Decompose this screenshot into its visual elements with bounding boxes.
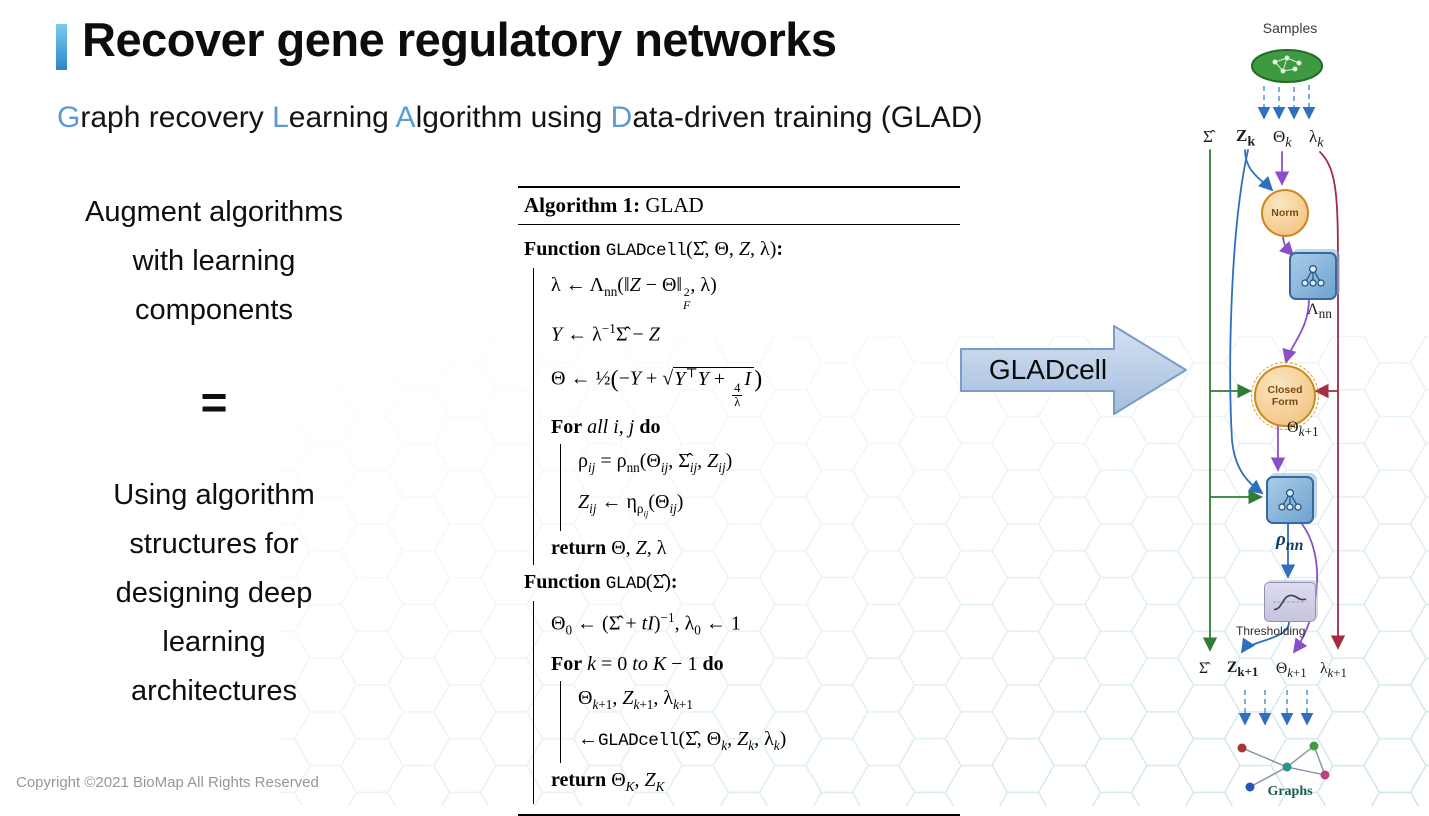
thresholding-label: Thresholding xyxy=(1236,624,1306,638)
thresholding-box xyxy=(1264,582,1316,622)
theta-flow-lines xyxy=(1270,151,1318,654)
gladcell-arrow: GLADcell xyxy=(960,322,1188,418)
samples-label: Samples xyxy=(1262,20,1318,36)
theta-k1-label: Θk+1 xyxy=(1287,419,1319,440)
equals-sign: = xyxy=(200,376,228,428)
rho-nn-label: ρnn xyxy=(1276,529,1304,554)
algorithm-box: Algorithm 1: GLAD Function GLADcell(Σ̂, … xyxy=(518,186,960,816)
algorithm-line: For k = 0 to K − 1 do xyxy=(551,653,724,676)
sample-dashed-arrows-bottom xyxy=(1238,690,1314,726)
output-theta-k1: Θk+1 xyxy=(1276,660,1307,681)
slide-title: Recover gene regulatory networks xyxy=(82,13,837,66)
hexagon-pattern-background xyxy=(279,336,1429,806)
block-arrow-shape xyxy=(960,325,1187,415)
graphs-icon xyxy=(1237,741,1330,792)
algorithm-line: Function GLADcell(Σ̂, Θ, Z, λ): xyxy=(524,238,784,261)
nn-icon xyxy=(1278,488,1302,511)
glad-function-body: Θ0 ← (Σ̂ + tI)−1, λ0 ← 1 For k = 0 to K … xyxy=(533,600,956,805)
output-sigma-hat: Σ̂ xyxy=(1199,660,1209,677)
gladcell-arrow-label: GLADcell xyxy=(988,354,1108,385)
norm-node: Norm xyxy=(1261,189,1309,237)
output-lambda-k1: λk+1 xyxy=(1320,660,1347,681)
algorithm-line: return Θ, Z, λ xyxy=(551,536,667,559)
algorithm-line: Zij ← ηρij(Θij) xyxy=(578,490,684,519)
input-theta-k: Θk xyxy=(1273,127,1292,151)
algorithm-line: Function GLAD(Σ̂): xyxy=(524,570,678,594)
algorithm-line: ρij = ρnn(Θij, Σ̂ij, Zij) xyxy=(578,449,733,475)
sample-dashed-arrows-top xyxy=(1257,85,1316,120)
algorithm-line: Θ0 ← (Σ̂ + tI)−1, λ0 ← 1 xyxy=(551,609,741,638)
input-sigma-hat: Σ̂ xyxy=(1203,127,1213,146)
algorithm-title: Algorithm 1: GLAD xyxy=(518,188,960,225)
algorithm-body: Function GLADcell(Σ̂, Θ, Z, λ): λ ← Λnn(… xyxy=(518,225,960,814)
for-loop-body: ρij = ρnn(Θij, Σ̂ij, Zij) Zij ← ηρij(Θij… xyxy=(560,443,956,531)
rho-nn-box xyxy=(1266,476,1314,524)
threshold-curve-icon xyxy=(1273,594,1307,611)
algorithm-line: ←GLADcell(Σ̂, Θk, Zk, λk) xyxy=(578,728,787,754)
input-lambda-k: λk xyxy=(1309,127,1324,151)
lambda-nn-label: Λnn xyxy=(1307,301,1332,322)
lambda-nn-box xyxy=(1289,252,1337,300)
title-accent-bar xyxy=(56,24,67,70)
for-loop-body: Θk+1, Zk+1, λk+1 ←GLADcell(Σ̂, Θk, Zk, λ… xyxy=(560,681,956,764)
input-z-k: Zk xyxy=(1236,126,1256,150)
algorithm-line: return ΘK, ZK xyxy=(551,769,665,795)
graphs-label: Graphs xyxy=(1267,784,1313,799)
z-flow-lines xyxy=(1229,149,1296,654)
samples-db-icon xyxy=(1251,49,1323,83)
output-z-k1: Zk+1 xyxy=(1227,659,1259,680)
slide-subtitle: Graph recovery Learning Algorithm using … xyxy=(57,101,983,134)
copyright-text: Copyright ©2021 BioMap All Rights Reserv… xyxy=(16,774,319,791)
diagram-connectors xyxy=(1202,49,1346,792)
lambda-flow-lines xyxy=(1314,151,1346,650)
algorithm-line: Y ← λ−1Σ̂ − Z xyxy=(551,320,660,346)
nn-icon xyxy=(1301,264,1325,287)
algorithm-line: For all i, j do xyxy=(551,415,661,438)
algorithm-line: Θk+1, Zk+1, λk+1 xyxy=(578,687,693,713)
